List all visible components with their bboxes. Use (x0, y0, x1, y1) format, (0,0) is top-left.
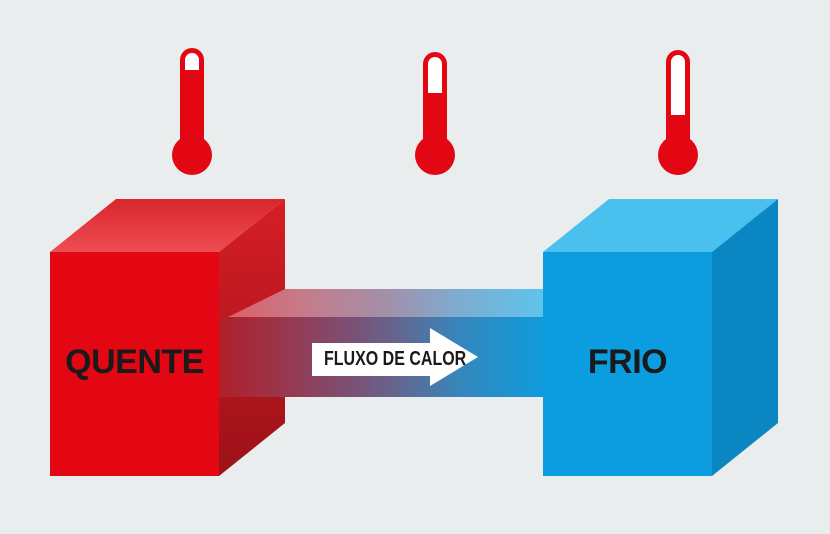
hot-label: QUENTE (65, 343, 204, 381)
thermometer-empty-level (185, 53, 199, 70)
thermometer-bulb (658, 135, 698, 175)
thermometer-empty-level (671, 55, 685, 115)
cold-cube-front-face (543, 252, 712, 476)
thermometer-empty-level (428, 57, 442, 93)
heat-flow-bar-top-face (228, 289, 543, 317)
flow-arrow-label: FLUXO DE CALOR (324, 348, 467, 370)
hot-cube (50, 199, 285, 476)
cold-label: FRIO (587, 343, 668, 381)
flow-arrow-icon (312, 328, 478, 386)
cold-cube-side-face (712, 199, 778, 476)
thermometer-bulb (415, 135, 455, 175)
cold-cube-top-face (543, 199, 778, 252)
cold-cube (543, 199, 778, 476)
thermometer-middle-icon (415, 52, 455, 178)
hot-cube-front-face (50, 252, 219, 476)
thermometer-cold-icon (658, 50, 698, 178)
thermometer-hot-icon (172, 48, 212, 178)
thermometer-bulb (172, 135, 212, 175)
hot-cube-top-face (50, 199, 285, 252)
